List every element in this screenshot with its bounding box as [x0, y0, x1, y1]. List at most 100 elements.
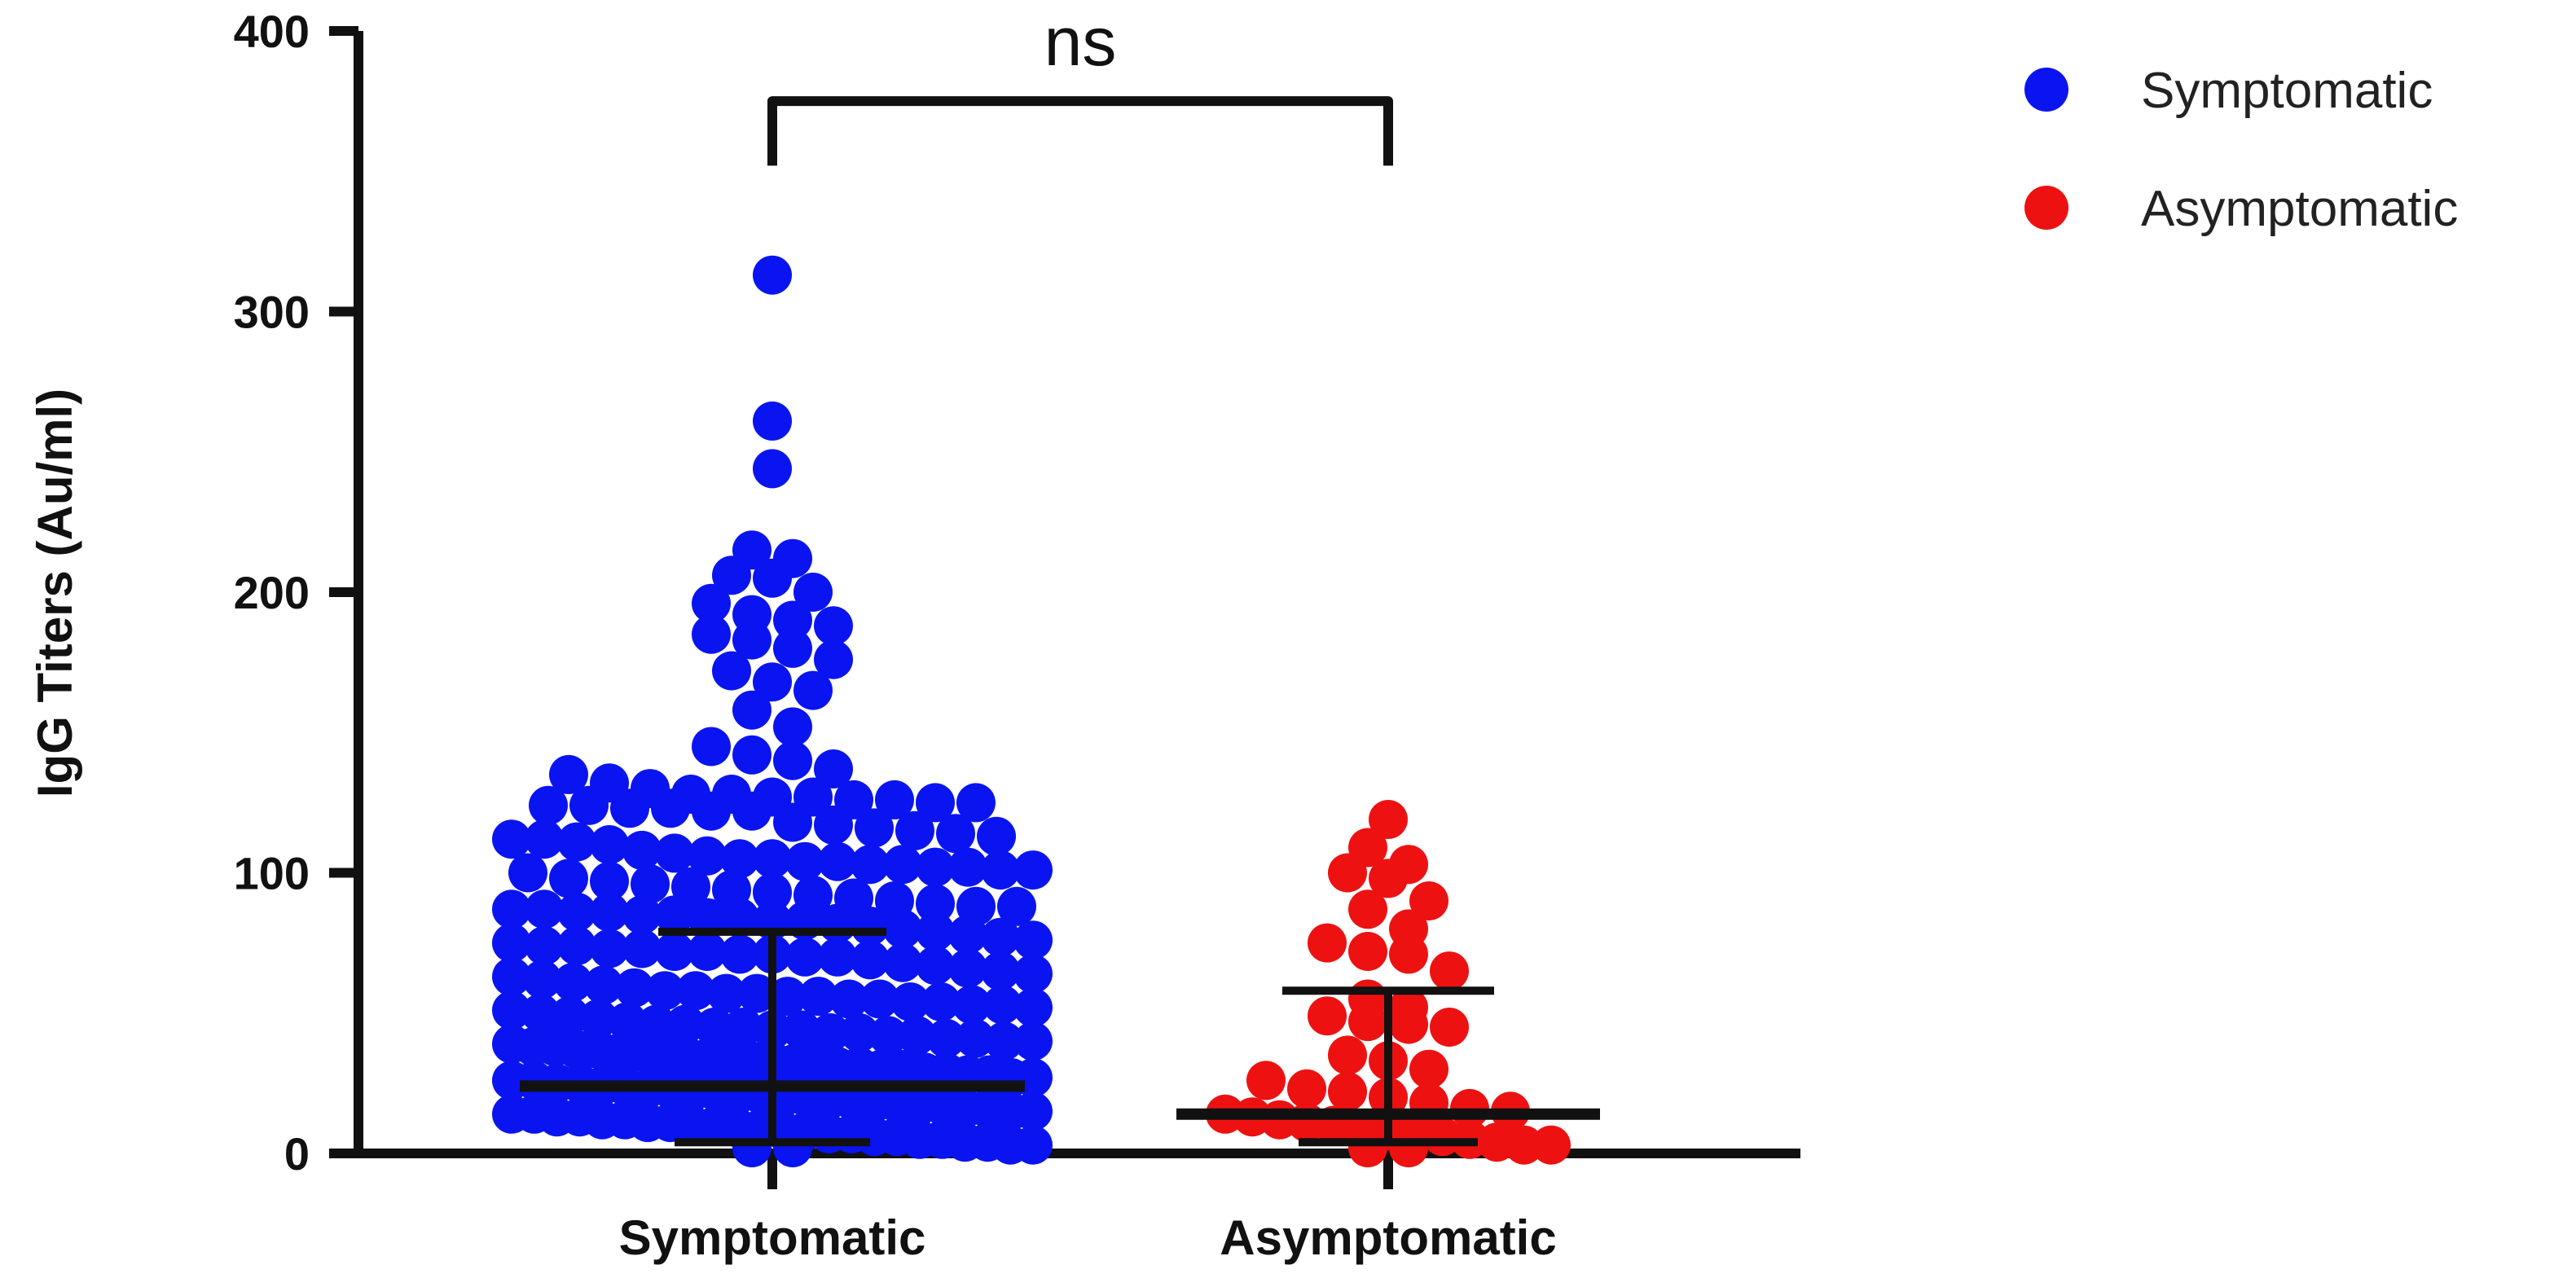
point-asymptomatic [1328, 1035, 1367, 1075]
point-symptomatic [753, 839, 792, 879]
point-symptomatic [692, 791, 731, 831]
point-symptomatic [694, 1008, 734, 1047]
point-asymptomatic [1348, 932, 1387, 971]
legend-label-symptomatic: Symptomatic [2141, 63, 2433, 119]
point-symptomatic [773, 628, 812, 668]
point-symptomatic [525, 926, 564, 966]
point-asymptomatic [1328, 853, 1367, 893]
point-symptomatic [977, 816, 1016, 856]
point-asymptomatic [1348, 1002, 1387, 1042]
point-symptomatic [814, 639, 853, 679]
point-symptomatic [590, 892, 629, 932]
point-symptomatic [732, 735, 771, 775]
point-symptomatic [897, 1016, 937, 1056]
point-asymptomatic [1504, 1125, 1544, 1165]
point-symptomatic [529, 785, 568, 825]
point-symptomatic [785, 841, 824, 881]
point-symptomatic [773, 802, 812, 842]
point-symptomatic [622, 929, 662, 969]
point-symptomatic [793, 670, 833, 710]
point-symptomatic [550, 996, 590, 1036]
point-asymptomatic [1308, 923, 1347, 963]
point-symptomatic [916, 847, 955, 887]
x-tick-label-asymptomatic: Asymptomatic [1220, 1210, 1556, 1265]
point-symptomatic [855, 808, 894, 848]
point-symptomatic [883, 845, 922, 885]
point-asymptomatic [1308, 996, 1347, 1036]
point-asymptomatic [1430, 951, 1469, 991]
point-symptomatic [557, 892, 596, 932]
point-symptomatic [948, 915, 987, 955]
point-symptomatic [916, 783, 955, 823]
point-symptomatic [675, 971, 715, 1011]
point-symptomatic [785, 937, 824, 977]
x-ticks [767, 1153, 1393, 1189]
point-symptomatic [883, 942, 922, 982]
point-symptomatic [720, 839, 759, 879]
point-symptomatic [981, 951, 1020, 991]
point-symptomatic [773, 707, 812, 747]
point-symptomatic [956, 783, 996, 823]
point-symptomatic [890, 982, 930, 1021]
point-symptomatic [1013, 1021, 1053, 1061]
data-points [492, 255, 1571, 1168]
point-symptomatic [688, 836, 727, 876]
point-symptomatic [793, 573, 833, 612]
point-asymptomatic [1369, 800, 1408, 839]
point-symptomatic [773, 600, 812, 640]
point-symptomatic [926, 1018, 966, 1058]
point-symptomatic [875, 780, 914, 819]
point-symptomatic [578, 999, 618, 1039]
point-symptomatic [859, 979, 899, 1019]
point-symptomatic [1013, 920, 1053, 960]
point-symptomatic [525, 819, 564, 859]
point-symptomatic [688, 932, 727, 971]
point-symptomatic [818, 841, 857, 881]
point-asymptomatic [1328, 1072, 1367, 1112]
point-symptomatic [982, 985, 1022, 1025]
y-tick-label-300: 300 [234, 287, 310, 338]
point-symptomatic [732, 1128, 771, 1168]
legend-marker-symptomatic [2024, 68, 2068, 112]
point-symptomatic [590, 929, 629, 969]
y-tick-label-100: 100 [234, 848, 310, 899]
point-symptomatic [955, 1018, 995, 1058]
point-symptomatic [737, 973, 777, 1013]
point-symptomatic [814, 805, 853, 845]
point-symptomatic [948, 847, 987, 887]
point-symptomatic [651, 788, 690, 828]
point-symptomatic [549, 859, 588, 898]
point-asymptomatic [1389, 1004, 1428, 1044]
point-symptomatic [655, 833, 694, 873]
y-tick-label-200: 200 [234, 567, 310, 618]
point-symptomatic [1013, 1125, 1053, 1165]
point-symptomatic [753, 255, 792, 295]
point-symptomatic [712, 556, 751, 595]
point-symptomatic [814, 749, 853, 788]
point-symptomatic [753, 872, 792, 912]
significance-bracket-line [767, 96, 1393, 166]
point-symptomatic [1013, 954, 1053, 994]
point-symptomatic [692, 727, 731, 766]
point-symptomatic [981, 850, 1020, 890]
point-symptomatic [851, 845, 890, 885]
point-symptomatic [492, 819, 531, 859]
point-symptomatic [814, 606, 853, 646]
point-symptomatic [773, 1128, 812, 1168]
point-symptomatic [549, 754, 588, 794]
point-symptomatic [753, 662, 792, 702]
point-symptomatic [614, 968, 654, 1008]
point-asymptomatic [1389, 934, 1428, 974]
point-symptomatic [1013, 850, 1053, 890]
point-symptomatic [868, 1016, 908, 1056]
point-symptomatic [655, 895, 694, 935]
x-tick-label-symptomatic: Symptomatic [619, 1210, 926, 1265]
point-asymptomatic [1348, 1128, 1387, 1168]
point-asymptomatic [1246, 1061, 1286, 1100]
point-symptomatic [781, 1010, 821, 1050]
point-symptomatic [773, 740, 812, 780]
point-symptomatic [798, 977, 838, 1017]
point-symptomatic [952, 985, 991, 1025]
